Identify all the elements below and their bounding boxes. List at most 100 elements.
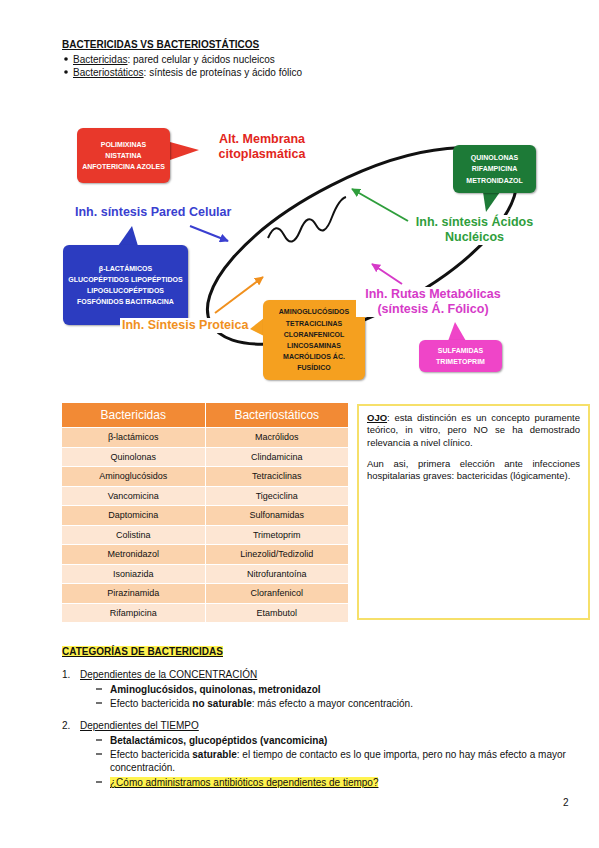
page-number: 2 [563,797,569,808]
bullet-text: Bactericidas [73,54,127,65]
table-cell: Aminoglucósidos [62,467,206,487]
list-item: ¿Cómo administramos antibióticos dependi… [110,777,378,788]
list-heading: Dependientes de la CONCENTRACIÓN [80,669,257,680]
table-text: Sulfonamidas [249,510,304,520]
list-item: : más efecto a mayor concentración. [252,698,413,709]
category-heading: Inh. síntesis Pared Celular [73,205,233,220]
list-heading: Dependientes del TIEMPO [80,720,199,731]
drug-box: QUINOLONAS RIFAMPICINA METRONIDAZOL [453,145,536,193]
bullet-text-line: Bactericidas: pared celular y ácidos nuc… [73,53,275,66]
callout-tail [170,142,199,160]
page-number-line: 2 [563,796,569,809]
bullet-text: Bacteriostáticos [73,67,144,78]
drug-callout: Inh. Síntesis ProteicaAMINOGLUCÓSIDOS TE… [263,300,365,380]
table-text: Quinolonas [110,452,156,462]
section-heading: CATEGORÍAS DE BACTERICIDAS [62,646,223,657]
drug-box: β-LACTÁMICOS GLUCOPÉPTIDOS LIPOPÉPTIDOS … [63,245,188,325]
table-cell: Daptomicina [62,506,206,526]
action-arrow [352,189,408,221]
drug-list: β-LACTÁMICOS GLUCOPÉPTIDOS LIPOPÉPTIDOS … [68,263,183,308]
list-item: Aminoglucósidos, quinolonas, metronidazo… [110,684,321,695]
page-title-line: BACTERICIDAS VS BACTERIOSTÁTICOS [62,38,259,51]
drug-box: AMINOGLUCÓSIDOS TETRACICLINAS CLORANFENI… [263,300,365,380]
table-cell: Cloranfenicol [206,584,350,604]
table-text: Bactericidas [101,408,166,422]
bacterial-cell [180,108,545,384]
table-cell: Linezolid/Tedizolid [206,545,350,565]
list-item-line: Betalactámicos, glucopéptidos (vancomici… [110,734,327,747]
table-cell: Isoniazida [62,565,206,585]
table-text: Clindamicina [251,452,303,462]
table-text: Linezolid/Tedizolid [240,549,313,559]
list-number-line: 2. [62,719,70,732]
table-cell: Macrólidos [206,428,350,448]
table-text: β-lactámicos [108,432,159,442]
table-cell: Metronidazol [62,545,206,565]
list-item: Efecto bactericida [110,749,190,760]
table-cell: Colistina [62,526,206,546]
drug-callout: Inh. Rutas Metabólicas (síntesis Á. Fóli… [419,340,502,372]
table-text: Bacteriostáticos [234,408,319,422]
action-arrow [215,277,263,313]
list-item-line: Aminoglucósidos, quinolonas, metronidazo… [110,683,321,696]
list-number: 2. [62,720,70,731]
table-cell: Pirazinamida [62,584,206,604]
table-text: Tigeciclina [256,491,298,501]
table-text: Colistina [116,530,151,540]
bullet-dot [64,57,68,61]
table-cell: β-lactámicos [62,428,206,448]
table-cell: Vancomicina [62,487,206,507]
table-cell: Trimetoprim [206,526,350,546]
list-item: Efecto bactericida [110,698,190,709]
bullet-dot [64,70,68,74]
drug-callout: Alt. Membrana citoplasmáticaPOLIMIXINAS … [77,128,170,183]
list-dash [96,753,102,754]
table-text: Metronidazol [107,549,159,559]
list-dash [96,781,102,782]
table-text: Rifampicina [110,608,157,618]
page-title: BACTERICIDAS VS BACTERIOSTÁTICOS [62,39,259,50]
drug-list: AMINOGLUCÓSIDOS TETRACICLINAS CLORANFENI… [268,306,360,373]
table-text: Tetraciclinas [252,471,302,481]
table-text: Pirazinamida [107,588,159,598]
drug-callout: Inh. síntesis Pared Celularβ-LACTÁMICOS … [63,245,188,325]
list-item: saturable [192,749,236,760]
list-item: no saturable [192,698,251,709]
category-heading: Inh. Rutas Metabólicas (síntesis Á. Fóli… [356,287,510,317]
table-text: Macrólidos [255,432,299,442]
list-number: 1. [62,669,70,680]
action-arrow [190,226,228,241]
note-box: OJO: esta distinción es un concepto pura… [357,404,590,620]
table-cell: Quinolonas [62,448,206,468]
category-heading: Inh. síntesis Ácidos Nucléicos [410,215,539,245]
table-cell: Sulfonamidas [206,506,350,526]
section-heading-line: CATEGORÍAS DE BACTERICIDAS [62,645,223,658]
bullet-text: : síntesis de proteínas y ácido fólico [144,67,302,78]
drug-box: POLIMIXINAS NISTATINA ANFOTERICINA AZOLE… [77,128,170,183]
table-cell: Tigeciclina [206,487,350,507]
list-heading-line: Dependientes de la CONCENTRACIÓN [80,668,257,681]
table-cell: Tetraciclinas [206,467,350,487]
note-text: : esta distinción es un concepto puramen… [367,412,580,448]
drug-list: QUINOLONAS RIFAMPICINA METRONIDAZOL [458,152,531,186]
drug-callout: Inh. síntesis Ácidos NucléicosQUINOLONAS… [453,145,536,193]
callout-tail [448,322,466,341]
table-text: Aminoglucósidos [99,471,167,481]
note-keyword: OJO [367,412,387,423]
table-cell: Bactericidas [62,403,206,428]
bullet-text-line: Bacteriostáticos: síntesis de proteínas … [73,66,302,79]
list-number-line: 1. [62,668,70,681]
list-dash [96,739,102,740]
bullet-text: : pared celular y ácidos nucleicos [127,54,274,65]
table-cell: Nitrofurantoína [206,565,350,585]
drug-list: SULFAMIDAS TRIMETOPRIM [424,345,497,367]
table-text: Vancomicina [108,491,159,501]
table-cell: Clindamicina [206,448,350,468]
table-text: Nitrofurantoína [247,569,307,579]
list-item-line: Efecto bactericidasaturable: el tiempo d… [110,748,570,774]
table-cell: Etambutol [206,604,350,624]
drug-list: POLIMIXINAS NISTATINA ANFOTERICINA AZOLE… [82,139,165,173]
table-text: Etambutol [256,608,297,618]
list-dash [96,688,102,689]
table-text: Daptomicina [108,510,158,520]
